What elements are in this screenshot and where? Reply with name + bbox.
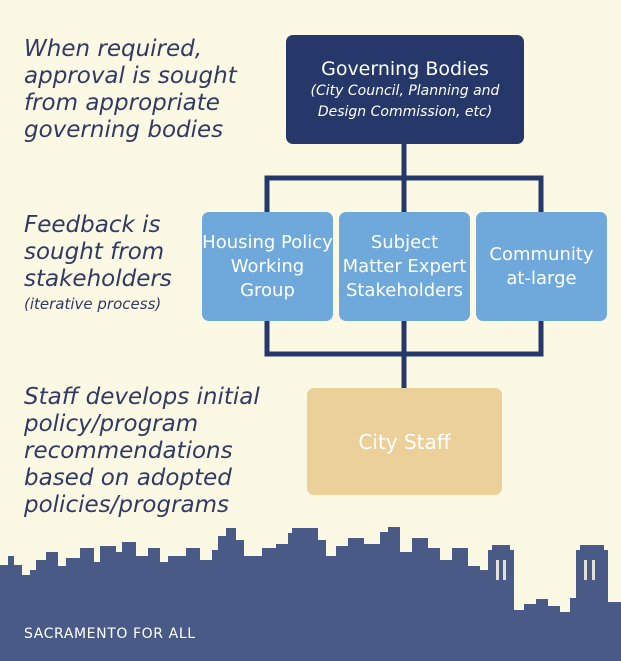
stakeholder-box-subject-matter: Subject Matter Expert Stakeholders [339, 212, 470, 321]
city-staff-box: City Staff [307, 388, 502, 495]
staff-caption: Staff develops initial policy/program re… [24, 384, 260, 518]
stakeholder-box-housing-policy: Housing Policy Working Group [202, 212, 333, 321]
feedback-note: (iterative process) [24, 295, 162, 313]
stakeholder-box-community: Community at-large [476, 212, 607, 321]
approval-caption: When required, approval is sought from a… [24, 36, 237, 143]
governing-bodies-title: Governing Bodies [321, 57, 489, 80]
stakeholder-label: Housing Policy Working Group [202, 231, 333, 301]
governing-bodies-box: Governing Bodies (City Council, Planning… [286, 35, 524, 144]
stakeholder-label: Community at-large [489, 243, 594, 289]
city-staff-label: City Staff [358, 429, 451, 454]
governing-bodies-subtitle: (City Council, Planning and Design Commi… [310, 82, 500, 120]
footer-brand: SACRAMENTO FOR ALL [24, 626, 196, 642]
feedback-caption: Feedback is sought from stakeholders (it… [24, 212, 194, 315]
stakeholder-label: Subject Matter Expert Stakeholders [342, 231, 467, 301]
